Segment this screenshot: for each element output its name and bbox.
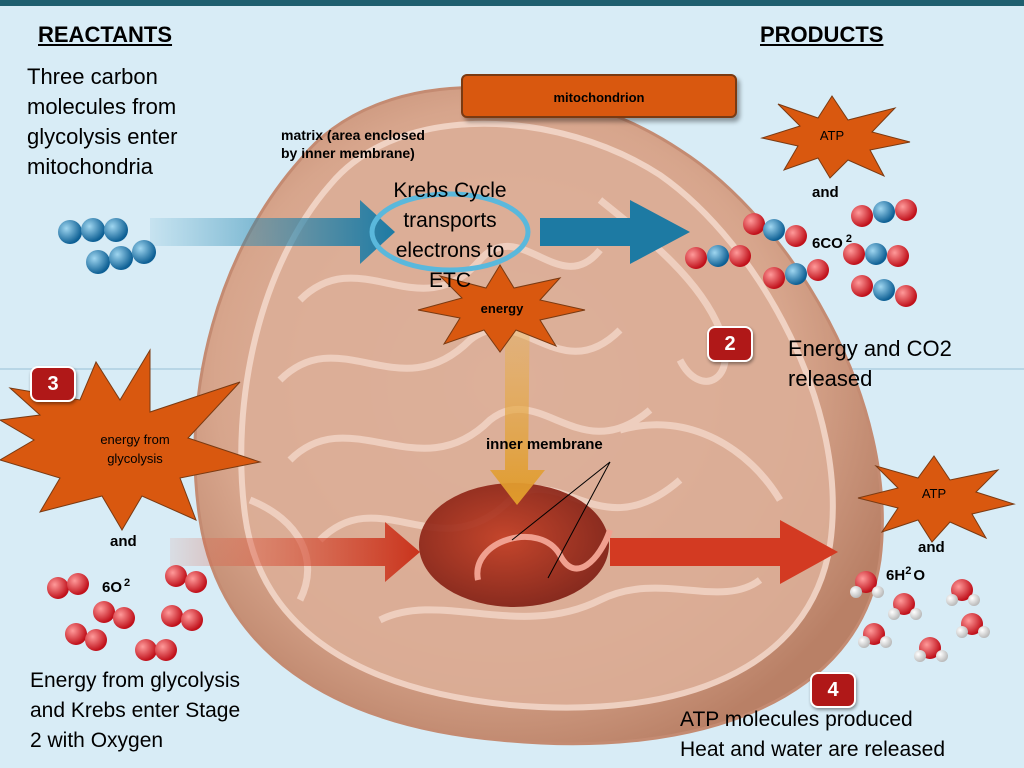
h2o-molecules: [850, 571, 990, 662]
h2o-base: 6H: [886, 567, 906, 584]
energy-star-label: energy: [480, 301, 524, 316]
co2-base: 6CO: [812, 235, 843, 252]
o2-sub: 2: [124, 577, 131, 589]
atp-star-bottom: [857, 455, 1016, 543]
krebs-line: transports: [403, 209, 497, 232]
krebs-line: electrons to: [395, 239, 505, 262]
stage1-line: glycolysis enter: [27, 124, 178, 149]
stage1-text: Three carbon molecules from glycolysis e…: [27, 62, 177, 182]
co2-molecules: [685, 199, 917, 307]
energy-glycolysis-line: energy from: [100, 432, 170, 447]
stage4-text: ATP molecules produced Heat and water ar…: [680, 705, 945, 765]
stage1-line: molecules from: [27, 94, 177, 119]
atp-top-label: ATP: [819, 128, 845, 143]
stage2-text: Energy and CO2 released: [788, 334, 952, 394]
krebs-line: ETC: [429, 269, 471, 292]
matrix-label: matrix (area enclosed by inner membrane): [281, 126, 425, 162]
co2-sub: 2: [845, 233, 852, 245]
stage1-line: Three carbon: [27, 64, 158, 89]
stage-badge-4: 4: [810, 672, 856, 708]
arrow-red-in: [170, 522, 420, 582]
arrow-gold-down: [490, 300, 545, 505]
stage3-line: and Krebs enter Stage: [30, 699, 241, 722]
energy-star: [417, 264, 586, 353]
mitochondrion-body: [193, 86, 884, 746]
h2o-sub: 2: [905, 565, 912, 577]
krebs-cycle-ring: [369, 191, 531, 273]
energy-glycolysis-line: glycolysis: [107, 451, 163, 466]
reactants-header: REACTANTS: [38, 22, 173, 47]
atp-bottom-label: ATP: [921, 486, 947, 501]
stage2-line: released: [788, 366, 873, 391]
stage4-line: Heat and water are released: [680, 738, 945, 761]
arrow-blue-in: [150, 200, 395, 264]
mitochondrion-label-box: mitochondrion: [461, 74, 737, 118]
stage-badge-2: 2: [707, 326, 753, 362]
h2o-end: O: [913, 567, 925, 584]
stage3-line: Energy from glycolysis: [30, 669, 241, 692]
o2-base: 6O: [102, 579, 123, 596]
energy-glycolysis-label: energy from glycolysis: [80, 430, 190, 468]
inner-membrane-label: inner membrane: [486, 436, 603, 453]
krebs-line: Krebs Cycle: [393, 179, 507, 202]
top-strip: [0, 0, 1024, 6]
o2-molecules: [47, 565, 207, 661]
arrow-blue-out: [540, 200, 690, 264]
stage1-line: mitochondria: [27, 154, 153, 179]
krebs-cycle-text: Krebs Cycle transports electrons to ETC: [372, 176, 528, 296]
and-bottom-label: and: [918, 539, 945, 556]
stage3-line: 2 with Oxygen: [30, 729, 164, 752]
matrix-label-line: by inner membrane): [281, 145, 415, 161]
and-left-label: and: [110, 533, 137, 550]
matrix-label-line: matrix (area enclosed: [281, 127, 425, 143]
and-top-label: and: [812, 184, 839, 201]
stage2-line: Energy and CO2: [788, 336, 952, 361]
stage3-text: Energy from glycolysis and Krebs enter S…: [30, 666, 240, 756]
stage-badge-3: 3: [30, 366, 76, 402]
arrow-red-out: [610, 520, 838, 584]
products-header: PRODUCTS: [760, 22, 884, 47]
mitochondrion-label: mitochondrion: [553, 90, 645, 105]
three-carbon-molecules: [58, 218, 156, 274]
atp-star-top: [760, 95, 911, 179]
stage4-line: ATP molecules produced: [680, 708, 913, 731]
